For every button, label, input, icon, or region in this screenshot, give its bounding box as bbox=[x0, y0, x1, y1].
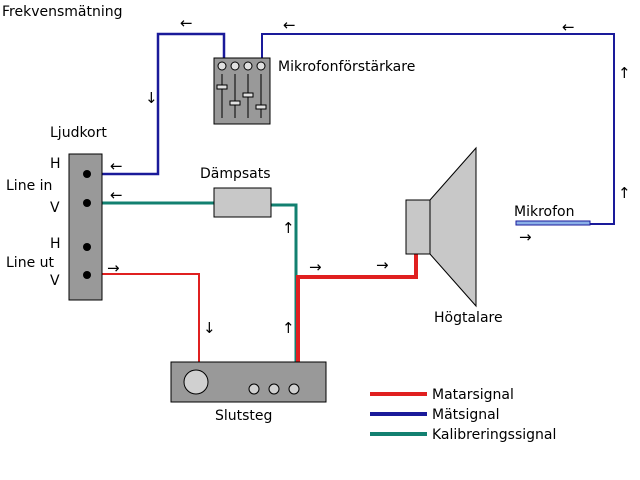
preamp-knob bbox=[243, 61, 253, 71]
legend-label-calibration: Kalibreringssignal bbox=[432, 427, 556, 443]
attenuator-box bbox=[213, 187, 272, 218]
arrow-up-icon: ↑ bbox=[618, 184, 631, 202]
legend-label-feed: Matarsignal bbox=[432, 387, 514, 403]
soundcard-jack bbox=[83, 199, 91, 207]
speaker-magnet bbox=[405, 199, 431, 255]
legend-label-measurement: Mätsignal bbox=[432, 407, 500, 423]
legend: Matarsignal Mätsignal Kalibreringssignal bbox=[370, 387, 556, 443]
feed-wire-to-amp bbox=[87, 273, 200, 362]
preamp bbox=[213, 57, 271, 125]
amplifier-knob bbox=[268, 383, 280, 395]
arrow-down-icon: ↓ bbox=[203, 319, 216, 337]
flow-arrows: ← ← ← ↓ ↑ ↑ ← ← → ↓ ↑ ↑ → → → bbox=[107, 14, 631, 337]
arrow-right-icon: → bbox=[309, 258, 322, 276]
arrow-left-icon: ← bbox=[562, 18, 575, 36]
microphone-icon bbox=[515, 220, 591, 226]
preamp-knob bbox=[217, 61, 227, 71]
arrow-left-icon: ← bbox=[110, 186, 123, 204]
speaker-label: Högtalare bbox=[434, 310, 503, 326]
feed-wire-to-speaker bbox=[296, 252, 418, 362]
arrow-right-icon: → bbox=[519, 228, 532, 246]
soundcard-jack bbox=[83, 243, 91, 251]
amplifier-knob bbox=[288, 383, 300, 395]
line-out-label: Line ut bbox=[6, 255, 54, 271]
preamp-fader bbox=[216, 84, 228, 90]
arrow-up-icon: ↑ bbox=[282, 319, 295, 337]
amplifier-volume-knob bbox=[183, 369, 209, 395]
amplifier-label: Slutsteg bbox=[215, 408, 272, 424]
microphone-label: Mikrofon bbox=[514, 204, 574, 220]
line-out-h-label: H bbox=[50, 236, 61, 252]
line-out-v-label: V bbox=[50, 273, 60, 289]
line-in-h-label: H bbox=[50, 156, 61, 172]
arrow-down-icon: ↓ bbox=[145, 89, 158, 107]
arrow-left-icon: ← bbox=[283, 16, 296, 34]
preamp-label: Mikrofonförstärkare bbox=[278, 59, 415, 75]
measurement-wire-soundcard bbox=[87, 32, 226, 176]
line-in-label: Line in bbox=[6, 178, 52, 194]
soundcard-jack bbox=[83, 271, 91, 279]
speaker-cone bbox=[429, 146, 477, 308]
preamp-fader bbox=[255, 104, 267, 110]
preamp-knob bbox=[256, 61, 266, 71]
arrow-up-icon: ↑ bbox=[618, 64, 631, 82]
arrow-right-icon: → bbox=[107, 259, 120, 277]
attenuator-label: Dämpsats bbox=[200, 166, 271, 182]
soundcard-label: Ljudkort bbox=[50, 125, 107, 141]
arrow-left-icon: ← bbox=[180, 14, 193, 32]
arrow-right-icon: → bbox=[376, 256, 389, 274]
preamp-fader bbox=[229, 100, 241, 106]
soundcard-jack bbox=[83, 170, 91, 178]
preamp-fader bbox=[242, 92, 254, 98]
preamp-knob bbox=[230, 61, 240, 71]
amplifier-knob bbox=[248, 383, 260, 395]
arrow-up-icon: ↑ bbox=[282, 219, 295, 237]
arrow-left-icon: ← bbox=[110, 157, 123, 175]
measurement-wire-mic bbox=[261, 33, 615, 225]
line-in-v-label: V bbox=[50, 200, 60, 216]
diagram-title: Frekvensmätning bbox=[2, 4, 123, 20]
